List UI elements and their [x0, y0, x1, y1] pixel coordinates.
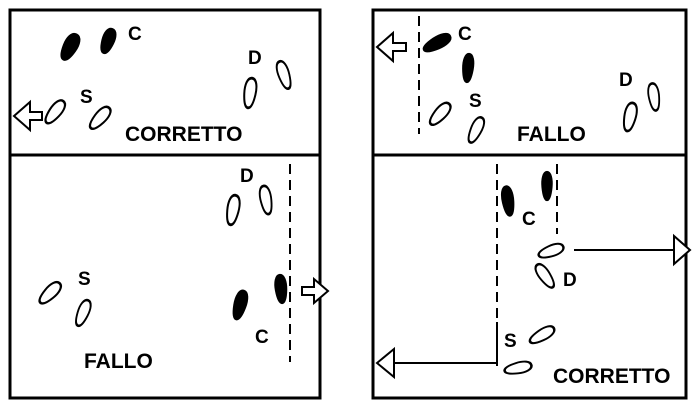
label-d: D	[240, 166, 254, 187]
label-s: S	[80, 87, 93, 108]
open-footprint-icon	[427, 100, 454, 128]
filled-footprint-icon	[500, 185, 516, 216]
right-bottom-section: C D S CORRETTO	[377, 164, 690, 388]
open-footprint-icon	[73, 298, 93, 327]
label-s: S	[469, 91, 482, 112]
filled-footprint-icon	[98, 27, 118, 56]
label-fallo: FALLO	[84, 350, 153, 373]
filled-footprint-icon	[230, 289, 250, 321]
open-footprint-icon	[621, 102, 638, 132]
left-panel-frame	[10, 10, 320, 398]
filled-footprint-icon	[542, 172, 552, 201]
open-footprint-icon	[87, 104, 114, 132]
label-c: C	[522, 209, 536, 230]
label-d: D	[248, 48, 262, 69]
open-footprint-icon	[242, 77, 258, 108]
right-panel: C S FALLO D C D S	[373, 10, 690, 398]
open-footprint-icon	[533, 262, 558, 291]
label-s: S	[504, 331, 517, 352]
left-panel: C D S CORRETTO D S C FALLO	[10, 10, 328, 398]
label-corretto: CORRETTO	[125, 123, 242, 146]
right-top-section: C S FALLO D	[377, 16, 661, 146]
open-footprint-icon	[36, 279, 64, 307]
filled-footprint-icon	[461, 53, 474, 82]
label-c: C	[458, 24, 472, 45]
hollow-arrow-icon	[14, 102, 42, 130]
label-d: D	[563, 270, 577, 291]
open-footprint-icon	[225, 194, 242, 225]
open-footprint-icon	[504, 360, 533, 376]
label-s: S	[78, 269, 91, 290]
hollow-arrow-icon	[377, 349, 394, 377]
open-footprint-icon	[258, 185, 274, 215]
filled-footprint-icon	[421, 31, 453, 56]
open-footprint-icon	[537, 241, 565, 260]
open-footprint-icon	[465, 115, 486, 144]
label-fallo: FALLO	[517, 123, 586, 146]
hollow-arrow-icon	[674, 236, 690, 264]
filled-footprint-icon	[57, 31, 83, 63]
open-footprint-icon	[274, 60, 293, 91]
label-c: C	[255, 327, 269, 348]
hollow-arrow-icon	[377, 33, 406, 61]
hollow-arrow-icon	[302, 279, 328, 303]
left-bottom-section: D S C FALLO	[36, 164, 328, 373]
filled-footprint-icon	[274, 274, 288, 304]
label-c: C	[128, 24, 142, 45]
left-top-section: C D S CORRETTO	[14, 24, 294, 146]
open-footprint-icon	[647, 83, 661, 111]
open-footprint-icon	[527, 323, 556, 346]
open-footprint-icon	[42, 98, 68, 127]
label-d: D	[619, 70, 633, 91]
label-corretto: CORRETTO	[553, 365, 670, 388]
